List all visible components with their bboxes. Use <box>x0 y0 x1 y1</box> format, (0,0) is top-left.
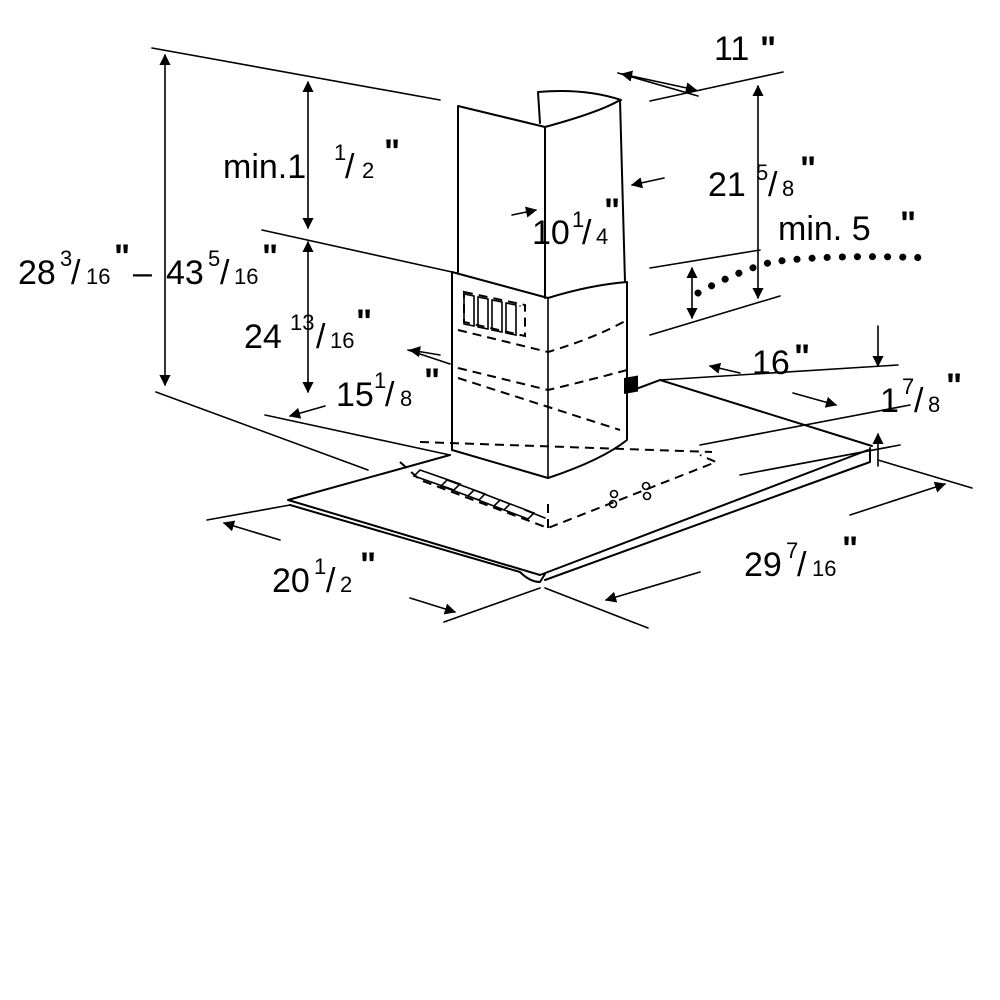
svg-text:/: / <box>326 562 336 600</box>
svg-text:15: 15 <box>336 376 374 414</box>
svg-text:10: 10 <box>532 214 570 252</box>
label-chimney-width: 11 " <box>714 30 776 68</box>
label-chimney-depth: 10 1 / 4 " <box>532 192 620 252</box>
svg-text:/: / <box>914 382 924 420</box>
svg-text:2: 2 <box>340 572 352 597</box>
svg-text:8: 8 <box>928 392 940 417</box>
svg-text:1: 1 <box>880 382 899 420</box>
hidden-lines <box>419 319 713 453</box>
svg-text:16: 16 <box>812 556 836 581</box>
svg-text:1: 1 <box>374 368 386 393</box>
svg-text:43: 43 <box>166 254 204 292</box>
svg-text:8: 8 <box>782 176 794 201</box>
svg-text:min.1: min.1 <box>223 148 306 186</box>
svg-text:/: / <box>797 546 807 584</box>
svg-text:16: 16 <box>330 328 354 353</box>
vent-grille-icon <box>463 290 526 338</box>
svg-text:/: / <box>316 318 326 356</box>
svg-text:8: 8 <box>400 386 412 411</box>
svg-text:": " <box>262 238 278 276</box>
svg-text:": " <box>946 367 962 405</box>
svg-text:24: 24 <box>244 318 282 356</box>
svg-text:1: 1 <box>572 207 584 232</box>
svg-text:/: / <box>220 254 230 292</box>
svg-text:16: 16 <box>752 344 790 382</box>
svg-text:4: 4 <box>596 224 608 249</box>
label-depth-offset: 15 1 / 8 " <box>336 362 440 414</box>
label-min-vent: min. 5 " <box>778 205 916 248</box>
svg-text:–: – <box>133 254 152 292</box>
lower-chimney <box>451 271 628 479</box>
svg-text:3: 3 <box>60 246 72 271</box>
label-overall-height: 28 3 / 16 " – 43 5 / 16 " <box>18 238 278 292</box>
svg-text:1: 1 <box>334 140 346 165</box>
svg-text:": " <box>800 150 816 188</box>
upper-chimney-back <box>537 90 622 124</box>
svg-text:28: 28 <box>18 254 56 292</box>
filter-slats <box>412 469 546 520</box>
svg-text:20: 20 <box>272 562 310 600</box>
svg-text:/: / <box>345 148 355 186</box>
svg-text:min. 5: min. 5 <box>778 210 871 248</box>
svg-text:7: 7 <box>786 538 798 563</box>
dimension-arrows <box>159 53 947 615</box>
label-min-clearance-top: min.1 1 / 2 " <box>223 133 400 186</box>
svg-text:/: / <box>768 166 778 204</box>
label-inner-width: 16 " <box>752 338 810 382</box>
control-panel-icon <box>608 375 652 509</box>
svg-text:": " <box>114 238 130 276</box>
label-chimney-height: 21 5 / 8 " <box>708 150 816 204</box>
svg-text:16: 16 <box>86 264 110 289</box>
svg-text:": " <box>424 362 440 400</box>
svg-text:": " <box>356 303 372 341</box>
svg-text:2: 2 <box>362 158 374 183</box>
svg-text:21: 21 <box>708 166 746 204</box>
svg-text:5: 5 <box>208 246 220 271</box>
svg-text:/: / <box>71 254 81 292</box>
svg-text:16: 16 <box>234 264 258 289</box>
label-canopy-depth: 20 1 / 2 " <box>272 546 376 600</box>
svg-text:": " <box>794 338 810 376</box>
svg-text:5: 5 <box>756 160 768 185</box>
svg-text:": " <box>842 530 858 568</box>
svg-text:13: 13 <box>290 310 314 335</box>
svg-text:/: / <box>385 376 395 414</box>
svg-text:": " <box>604 192 620 230</box>
label-canopy-width: 29 7 / 16 " <box>744 530 858 584</box>
svg-text:": " <box>760 30 776 68</box>
svg-text:": " <box>900 205 916 243</box>
svg-text:": " <box>360 546 376 584</box>
canopy-front <box>289 447 871 583</box>
label-canopy-thickness: 1 7 / 8 " <box>880 367 962 420</box>
svg-text:/: / <box>582 214 592 252</box>
canopy-filter-area <box>399 454 719 530</box>
svg-text:11: 11 <box>714 30 749 68</box>
svg-text:7: 7 <box>902 374 914 399</box>
upper-chimney <box>457 99 626 299</box>
svg-text:1: 1 <box>314 554 326 579</box>
svg-text:": " <box>384 133 400 171</box>
duct-dotted-line <box>694 253 934 297</box>
svg-text:29: 29 <box>744 546 782 584</box>
hood-outline <box>287 90 873 583</box>
label-lower-height: 24 13 / 16 " <box>244 303 372 356</box>
